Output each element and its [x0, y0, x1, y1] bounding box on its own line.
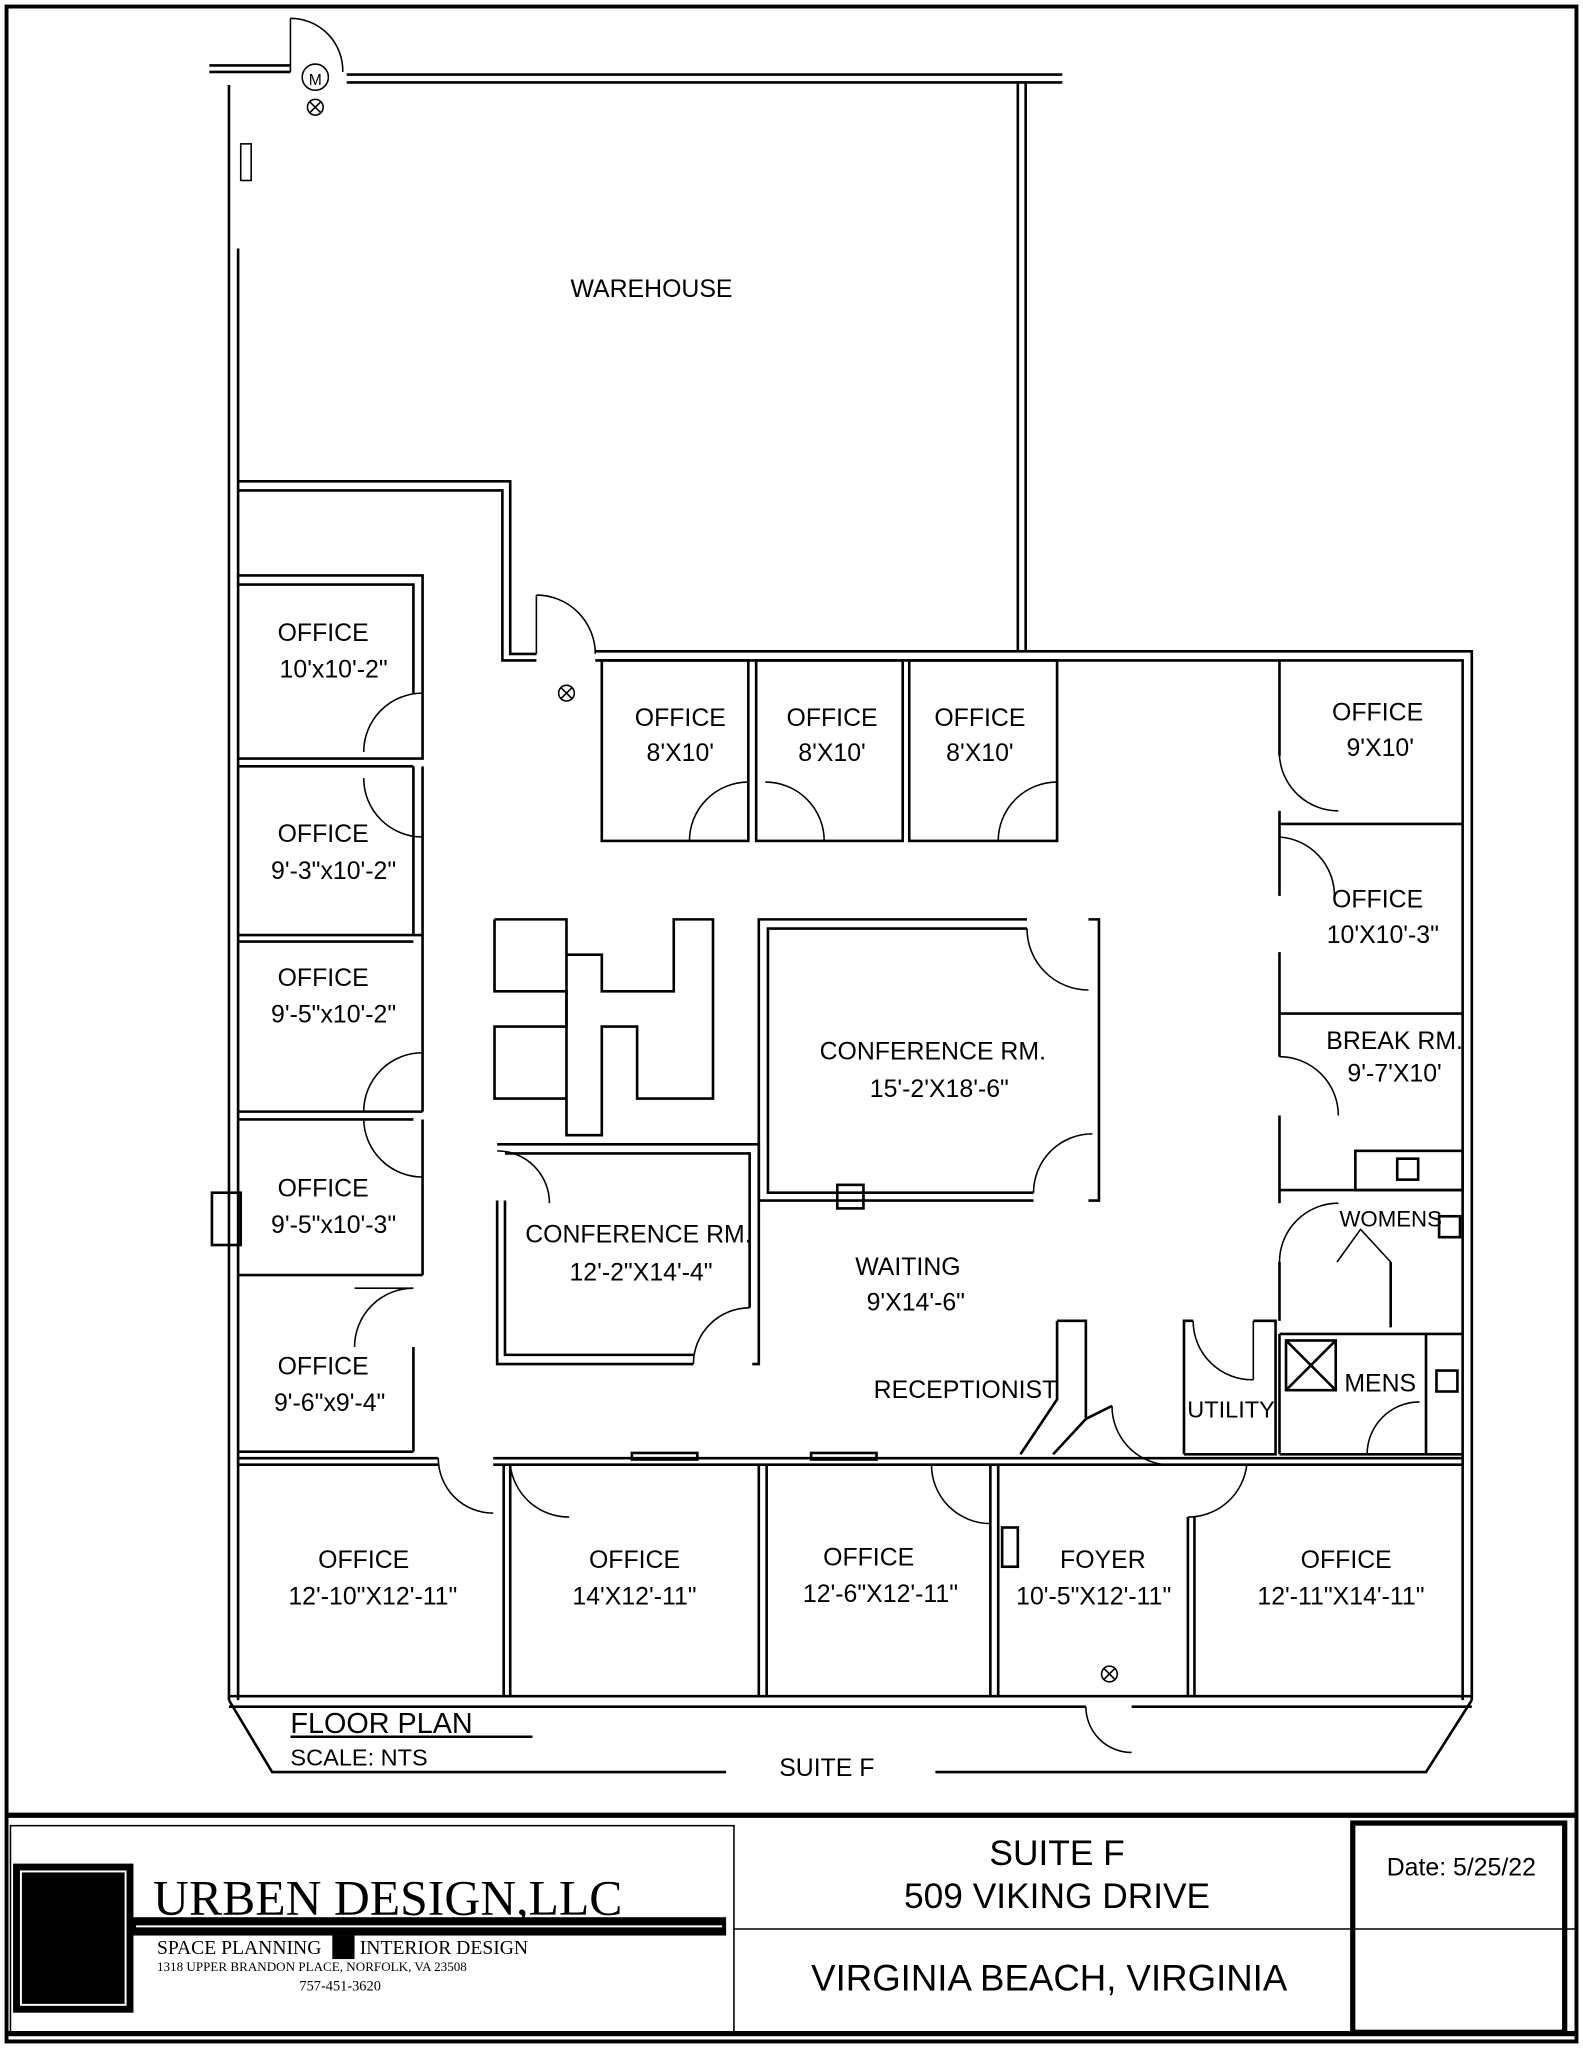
project-suite: SUITE F [989, 1834, 1124, 1873]
company-name: URBEN DESIGN,LLC [153, 1871, 622, 1926]
title-block: URBEN DESIGN,LLC SPACE PLANNING INTERIOR… [6, 1812, 1577, 2037]
sheet-border [4, 4, 1579, 2044]
service-interior-design: INTERIOR DESIGN [360, 1938, 528, 1959]
project-address: 509 VIKING DRIVE [904, 1877, 1210, 1916]
room-warehouse: WAREHOUSE [571, 276, 733, 303]
room-womens: WOMENS [1339, 1207, 1441, 1232]
plan-scale: SCALE: NTS [290, 1745, 427, 1771]
meter-label: M [309, 72, 322, 89]
building-walls [209, 17, 1474, 1774]
room-mens: MENS [1344, 1370, 1416, 1397]
service-space-planning: SPACE PLANNING [157, 1938, 321, 1959]
room-receptionist: RECEPTIONIST [874, 1377, 1058, 1404]
room-break: BREAK RM.9'-7'X10' [1326, 1028, 1463, 1088]
company-address: 1318 UPPER BRANDON PLACE, NORFOLK, VA 23… [157, 1959, 467, 1974]
suite-label: SUITE F [779, 1755, 874, 1782]
room-conference-large: CONFERENCE RM.15'-2'X18'-6" [820, 1038, 1046, 1103]
drawing-date: Date: 5/25/22 [1387, 1854, 1536, 1881]
company-phone: 757-451-3620 [299, 1978, 380, 1994]
room-utility: UTILITY [1187, 1397, 1275, 1423]
urben-design-logo: URBEN DESIGN,LLC SPACE PLANNING INTERIOR… [13, 1863, 727, 2013]
fixture-icons [239, 63, 1119, 1683]
room-conference-small: CONFERENCE RM.12'-2"X14'-4" [525, 1221, 751, 1286]
plan-title: FLOOR PLAN [290, 1708, 472, 1740]
project-location: VIRGINIA BEACH, VIRGINIA [811, 1957, 1288, 1998]
date-box [1350, 1820, 1568, 2035]
